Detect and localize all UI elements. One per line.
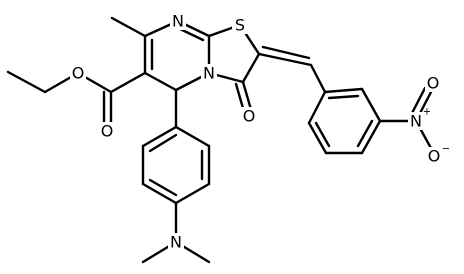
bond-c2-c3 <box>241 52 261 84</box>
bond-c6-ester-c <box>109 71 147 94</box>
atom-s: S <box>232 16 248 35</box>
atom-label-n-fused: N <box>203 64 215 83</box>
bond-ar2-c3 <box>360 119 382 155</box>
atom-charge-o-nitro: − <box>442 144 450 155</box>
atom-label-o-ester-ether: O <box>72 64 85 83</box>
atom-o-carbonyl: O <box>241 107 257 126</box>
bond-ar1-d2 <box>148 178 178 197</box>
bond-ar1-c6 <box>141 125 178 148</box>
atom-label-n-nitro: N <box>410 112 422 131</box>
bond-ar2-c6 <box>307 90 327 125</box>
bond-ar2-d2 <box>356 119 374 148</box>
atom-n-dimethylamino: N <box>168 233 184 252</box>
bonds <box>6 16 434 264</box>
atom-charge-n-nitro: + <box>423 107 431 118</box>
bond-ch-aryl <box>309 63 327 94</box>
bond-ar2-c5 <box>307 121 328 155</box>
bond-ar2-d3 <box>314 121 331 148</box>
atom-label-s: S <box>235 16 245 35</box>
bond-c2-ch-double <box>261 45 311 60</box>
bond-ar1-c4 <box>141 182 178 205</box>
bond-ar2-c1 <box>323 87 364 94</box>
atom-labels: N S N O O O N N + <box>70 12 450 252</box>
bond-c7-methyl <box>110 16 147 38</box>
atom-o-ester-carbonyl: O <box>99 122 115 141</box>
bond-ar2-d1 <box>327 94 360 100</box>
atom-n-nitro: N + <box>408 107 431 131</box>
bond-ar1-c3 <box>174 182 211 205</box>
atom-label-o-ester-carbonyl: O <box>101 122 114 141</box>
atom-label-n-ring-top: N <box>172 12 184 31</box>
atom-n-ring-top: N <box>170 12 186 31</box>
atom-label-n-dimethylamino: N <box>170 233 182 252</box>
atom-o-nitro-bottom: O − <box>426 144 450 166</box>
atom-n-fused: N <box>201 64 217 83</box>
atom-label-o-nitro-top: O <box>427 74 440 93</box>
bond-ar2-c2 <box>360 87 382 123</box>
bond-c2-ch <box>257 52 313 67</box>
bond-c5-c6 <box>143 71 178 92</box>
bond-ch2-ch3 <box>6 70 47 94</box>
bond-ar1-c1 <box>174 125 211 148</box>
atom-o-ester-ether: O <box>70 64 86 83</box>
atom-label-o-nitro-bottom: O <box>428 147 441 166</box>
bond-ar1-d3 <box>148 133 178 153</box>
atom-o-nitro-top: O <box>425 74 441 93</box>
atom-label-o-carbonyl: O <box>243 107 256 126</box>
